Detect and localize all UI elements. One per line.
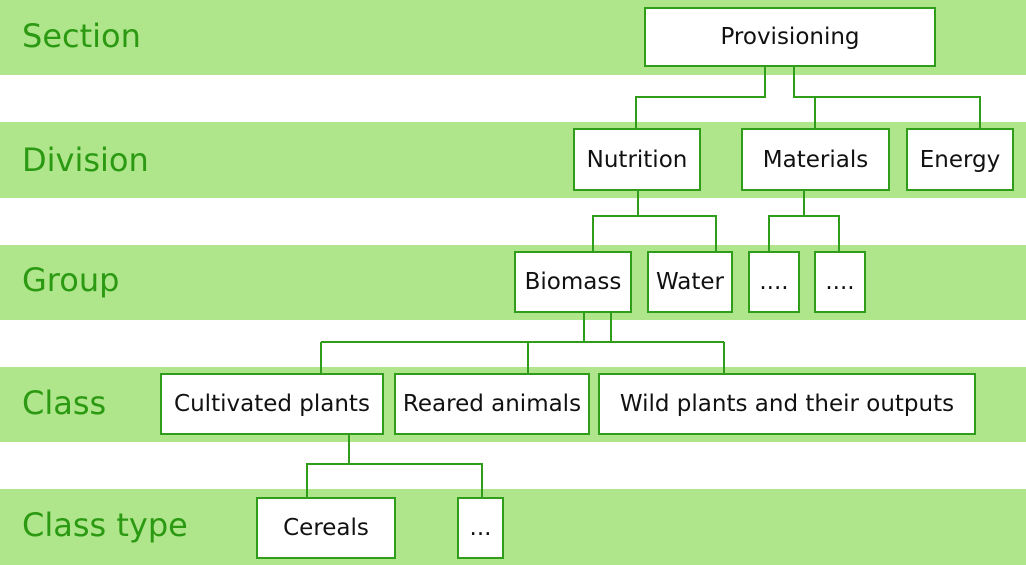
node-wild-plants: Wild plants and their outputs	[598, 373, 976, 435]
node-cereals: Cereals	[256, 497, 396, 559]
connector-cultivated-more	[307, 463, 483, 498]
node-reared-animals: Reared animals	[394, 373, 590, 435]
node-group-more-2: ....	[814, 251, 866, 313]
level-label-division: Division	[22, 141, 149, 179]
level-label-class-type: Class type	[22, 506, 188, 544]
node-energy: Energy	[906, 128, 1014, 191]
node-water: Water	[647, 251, 733, 313]
node-biomass: Biomass	[514, 251, 632, 313]
connector-nutrition-water	[593, 215, 717, 252]
node-materials: Materials	[741, 128, 890, 191]
node-nutrition: Nutrition	[573, 128, 701, 191]
connector-provisioning-nutrition	[635, 66, 766, 129]
connector-materials-more	[769, 215, 840, 252]
node-provisioning: Provisioning	[644, 7, 936, 67]
connector-materials-groups	[768, 190, 805, 252]
connector-cultivated-types	[306, 434, 350, 498]
node-class-type-more: ...	[457, 497, 504, 559]
connector-nutrition-groups	[592, 190, 639, 252]
level-label-section: Section	[22, 17, 141, 55]
node-cultivated-plants: Cultivated plants	[160, 373, 384, 435]
band-class-type	[0, 489, 1026, 565]
connector-provisioning-materials-energy	[793, 66, 981, 129]
node-group-more-1: ....	[748, 251, 800, 313]
level-label-class: Class	[22, 384, 107, 422]
level-label-group: Group	[22, 261, 120, 299]
